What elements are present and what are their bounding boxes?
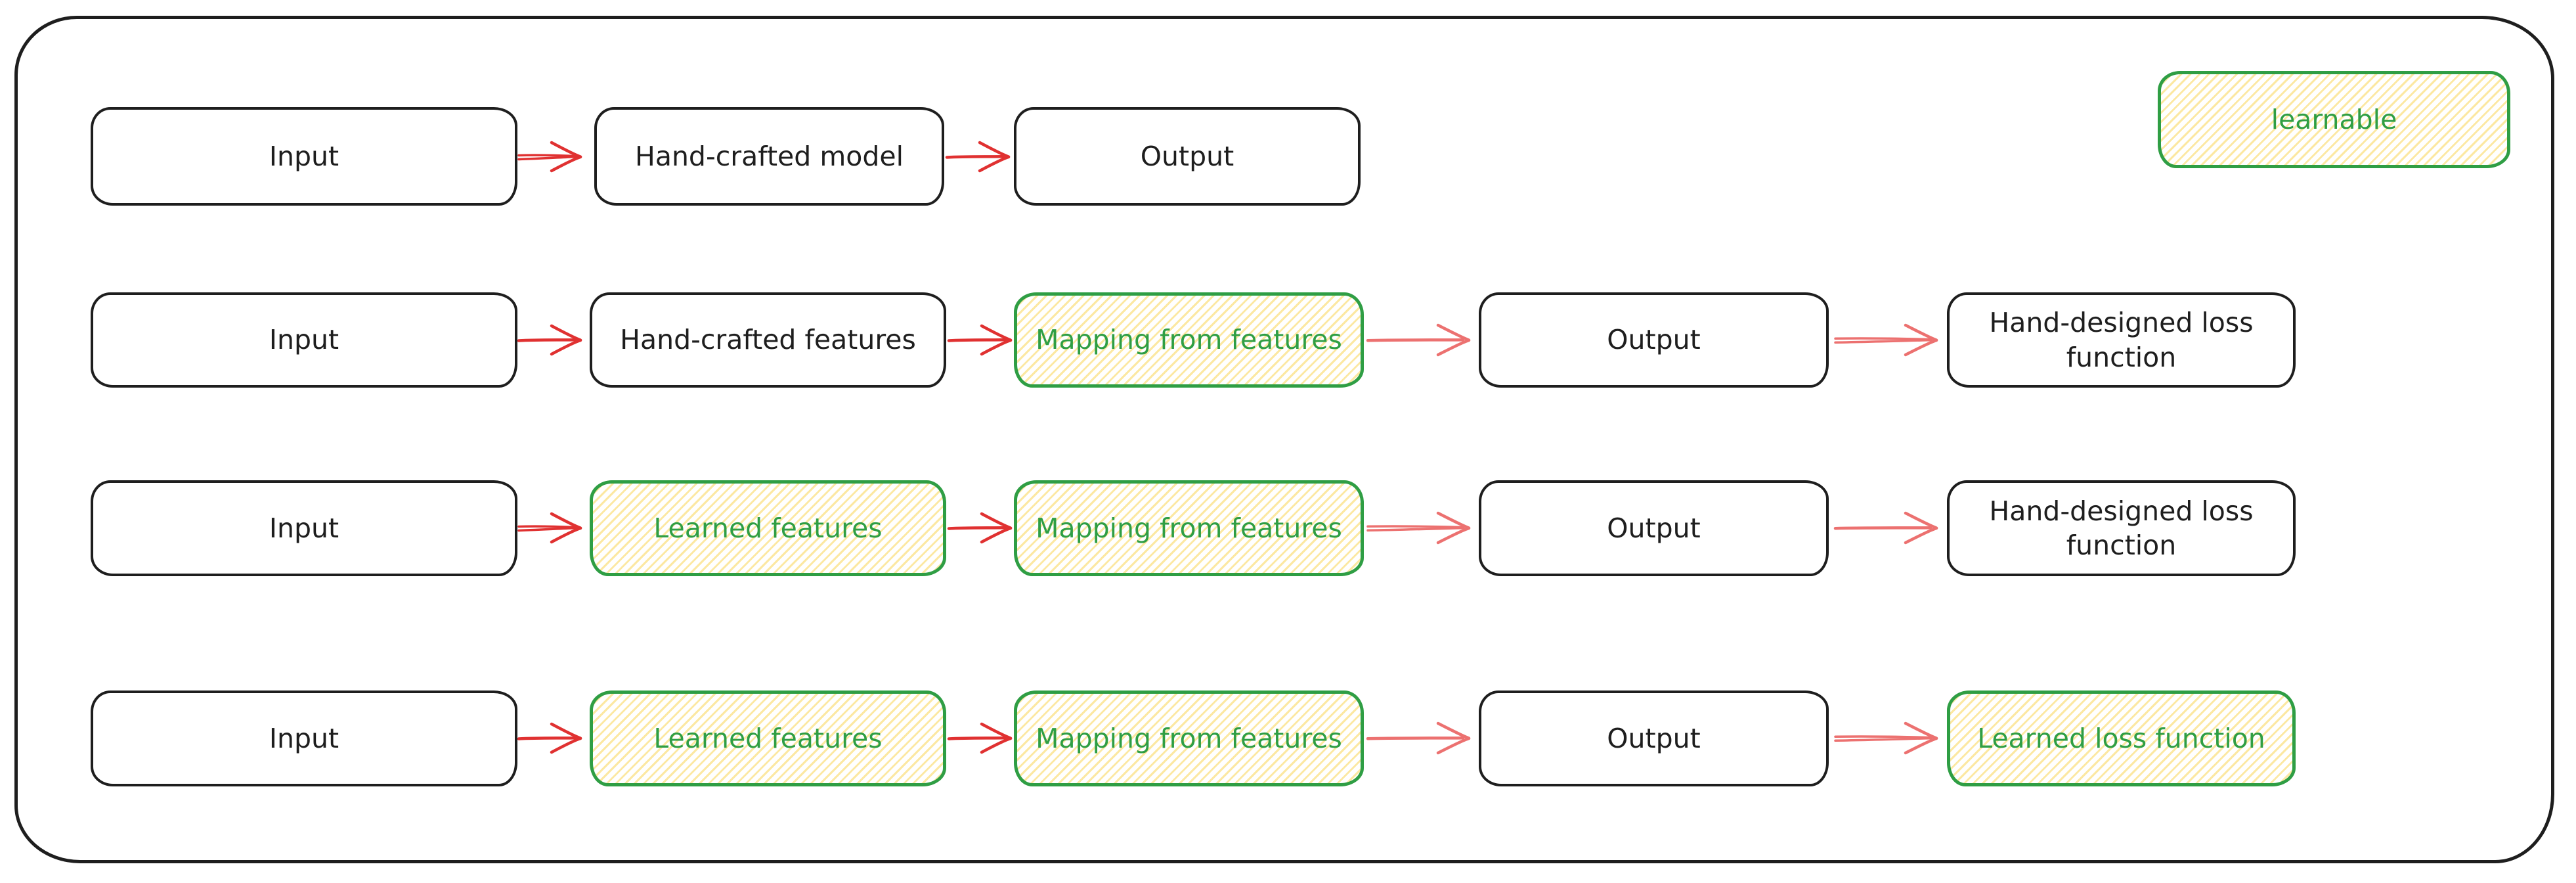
box-label: Mapping from features <box>1036 512 1342 544</box>
box-label: Learned features <box>653 512 883 544</box>
box-label: Input <box>269 324 339 356</box>
box-label: Input <box>269 140 339 172</box>
box-row3-mapping-from-features: Mapping from features <box>1014 480 1364 576</box>
box-row4-mapping-from-features: Mapping from features <box>1014 691 1364 786</box>
box-row2-input: Input <box>91 292 517 388</box>
arrow-row3-output-to-loss <box>1832 508 1944 547</box>
arrow-row3-features-to-mapping <box>946 508 1018 547</box>
box-label: Output <box>1140 140 1234 172</box>
box-row4-learned-loss-function: Learned loss function <box>1947 691 2296 786</box>
arrow-row4-features-to-mapping <box>946 718 1018 758</box>
box-label: Mapping from features <box>1036 324 1342 356</box>
box-row2-output: Output <box>1479 292 1829 388</box>
box-label: Hand-crafted features <box>620 324 916 356</box>
box-row1-input: Input <box>91 107 517 206</box>
box-row3-input: Input <box>91 480 517 576</box>
arrow-row1-model-to-output <box>944 137 1016 176</box>
arrow-row4-mapping-to-output <box>1364 718 1476 758</box>
box-row2-hand-designed-loss-function: Hand-designed loss function <box>1947 292 2296 388</box>
legend-learnable-box: learnable <box>2158 71 2510 168</box>
box-label: Hand-designed loss function <box>1989 495 2254 561</box>
arrow-row2-features-to-mapping <box>946 320 1018 359</box>
box-row3-hand-designed-loss-function: Hand-designed loss function <box>1947 480 2296 576</box>
box-label: Learned features <box>653 722 883 754</box>
box-label: Output <box>1607 512 1701 544</box>
box-label: Output <box>1607 324 1701 356</box>
box-label: Output <box>1607 722 1701 754</box>
box-label: Hand-crafted model <box>634 140 904 172</box>
box-row4-learned-features: Learned features <box>590 691 946 786</box>
arrow-row2-mapping-to-output <box>1364 320 1476 359</box>
box-label: Input <box>269 512 339 544</box>
box-row1-output: Output <box>1014 107 1361 206</box>
arrow-row3-input-to-features <box>515 508 588 547</box>
arrow-row4-input-to-features <box>515 718 588 758</box>
arrow-row3-mapping-to-output <box>1364 508 1476 547</box>
box-row1-hand-crafted-model: Hand-crafted model <box>594 107 944 206</box>
diagram-outer-frame <box>14 16 2554 863</box>
arrow-row4-output-to-loss <box>1832 718 1944 758</box>
box-row4-input: Input <box>91 691 517 786</box>
arrow-row2-input-to-features <box>515 320 588 359</box>
box-label: Learned loss function <box>1977 722 2265 754</box>
arrow-row1-input-to-model <box>515 137 588 176</box>
box-row4-output: Output <box>1479 691 1829 786</box>
box-row2-mapping-from-features: Mapping from features <box>1014 292 1364 388</box>
box-row3-learned-features: Learned features <box>590 480 946 576</box>
box-label: Hand-designed loss function <box>1989 307 2254 373</box>
box-row3-output: Output <box>1479 480 1829 576</box>
legend-learnable-label: learnable <box>2271 103 2397 135</box>
arrow-row2-output-to-loss <box>1832 320 1944 359</box>
box-label: Input <box>269 722 339 754</box>
box-label: Mapping from features <box>1036 722 1342 754</box>
box-row2-hand-crafted-features: Hand-crafted features <box>590 292 946 388</box>
